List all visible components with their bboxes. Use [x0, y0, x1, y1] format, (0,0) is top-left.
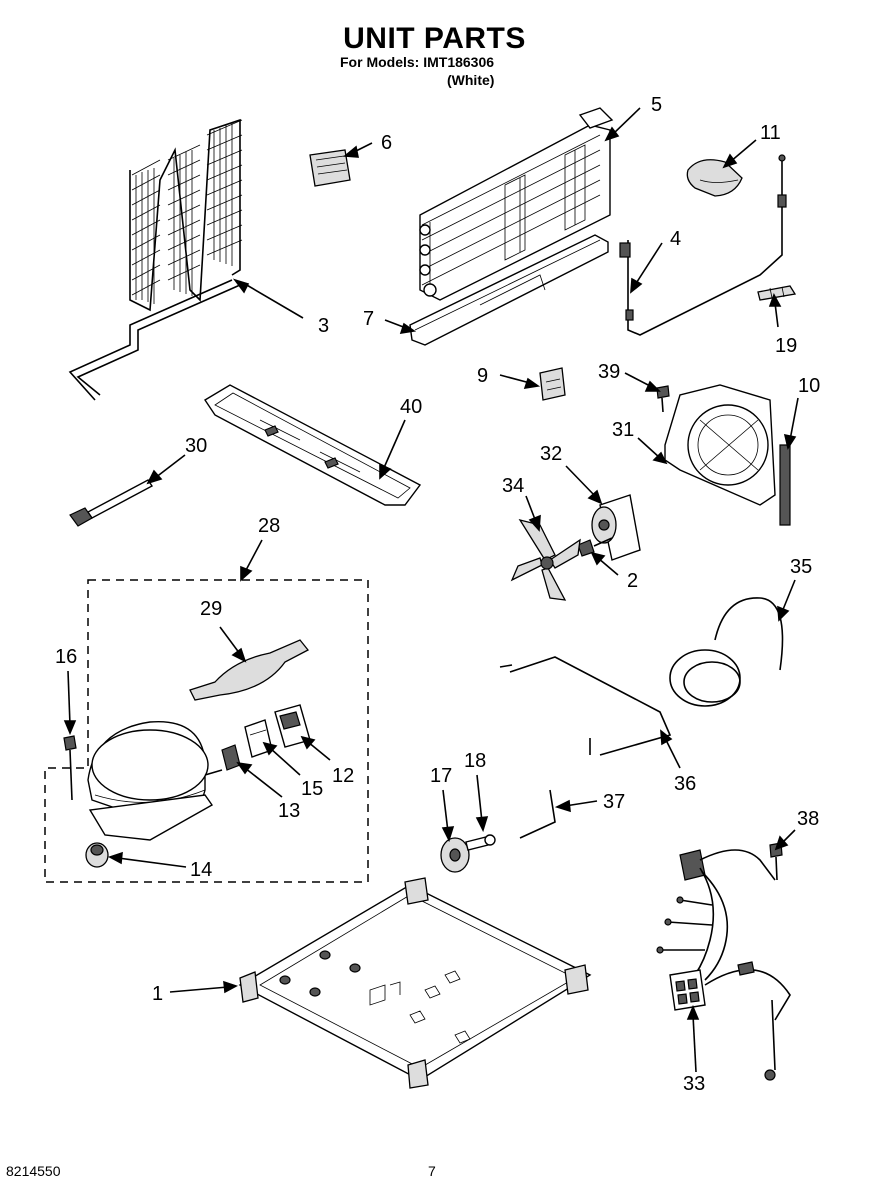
- part-40-drain-pan: [204, 384, 422, 506]
- part-6-pad: [309, 149, 351, 187]
- page-title: UNIT PARTS: [343, 22, 526, 55]
- part-36-bent-tube: [499, 656, 672, 756]
- callout-28: 28: [258, 515, 280, 537]
- callout-11: 11: [760, 122, 781, 144]
- callout-29: 29: [200, 598, 222, 620]
- callout-38: 38: [797, 808, 819, 830]
- callout-32: 32: [540, 443, 562, 465]
- part-13-terminal-cover: [221, 744, 241, 771]
- callout-19: 19: [775, 335, 797, 357]
- part-29-filter-drier: [189, 639, 310, 701]
- part-4-sensor-harness: [619, 154, 787, 336]
- callout-9: 9: [477, 365, 488, 387]
- part-30-cable-tie: [69, 479, 154, 527]
- part-37-tube: [519, 789, 556, 839]
- leader-lines: [63, 107, 799, 1073]
- callout-labels: 3 6 5 11 4 7 9 19 39 10 31 40 30 32 34 2…: [55, 94, 820, 1095]
- callout-31: 31: [612, 419, 634, 441]
- page-number: 7: [428, 1163, 436, 1179]
- part-14-grommet: [85, 842, 109, 868]
- part-16-bolt: [63, 735, 77, 801]
- callout-36: 36: [674, 773, 696, 795]
- part-33-wire-harness: [656, 849, 791, 1081]
- callout-13: 13: [278, 800, 300, 822]
- part-39-screw: [656, 385, 670, 413]
- part-19-clip: [757, 285, 797, 301]
- part-34-fan-blade: [510, 518, 581, 601]
- callout-17: 17: [430, 765, 452, 787]
- part-28-kit-outline: [44, 579, 369, 883]
- callout-7: 7: [363, 308, 374, 330]
- callout-34: 34: [502, 475, 524, 497]
- models-line: For Models: IMT186306: [340, 54, 495, 70]
- part-11-cover: [686, 159, 743, 197]
- part-18-axle: [465, 834, 496, 851]
- callout-18: 18: [464, 750, 486, 772]
- callout-39: 39: [598, 361, 620, 383]
- callout-10: 10: [798, 375, 820, 397]
- callout-37: 37: [603, 791, 625, 813]
- part-evaporator-coil: [419, 107, 614, 301]
- callout-2: 2: [627, 570, 638, 592]
- part-condenser-coil: [68, 118, 243, 401]
- callout-15: 15: [301, 778, 323, 800]
- callout-12: 12: [332, 765, 354, 787]
- callout-33: 33: [683, 1073, 705, 1095]
- part-32-fan-motor: [591, 494, 641, 561]
- callout-14: 14: [190, 859, 212, 881]
- callout-30: 30: [185, 435, 207, 457]
- part-1-base-frame: [238, 877, 592, 1089]
- callout-1: 1: [152, 983, 163, 1005]
- callout-5: 5: [651, 94, 662, 116]
- part-31-fan-shroud: [664, 384, 776, 506]
- callout-4: 4: [670, 228, 681, 250]
- callout-40: 40: [400, 396, 422, 418]
- callout-16: 16: [55, 646, 77, 668]
- part-35-coiled-tube: [669, 597, 784, 707]
- color-line: (White): [447, 72, 495, 88]
- part-compressor: [87, 720, 223, 841]
- part-2-screw: [577, 537, 613, 557]
- part-10-strip: [779, 444, 791, 526]
- part-17-roller: [440, 837, 470, 873]
- part-9-bracket: [539, 367, 566, 401]
- callout-3: 3: [318, 315, 329, 337]
- part-7-drain-trough: [409, 234, 609, 346]
- callout-6: 6: [381, 132, 392, 154]
- document-number: 8214550: [6, 1163, 61, 1179]
- callout-35: 35: [790, 556, 812, 578]
